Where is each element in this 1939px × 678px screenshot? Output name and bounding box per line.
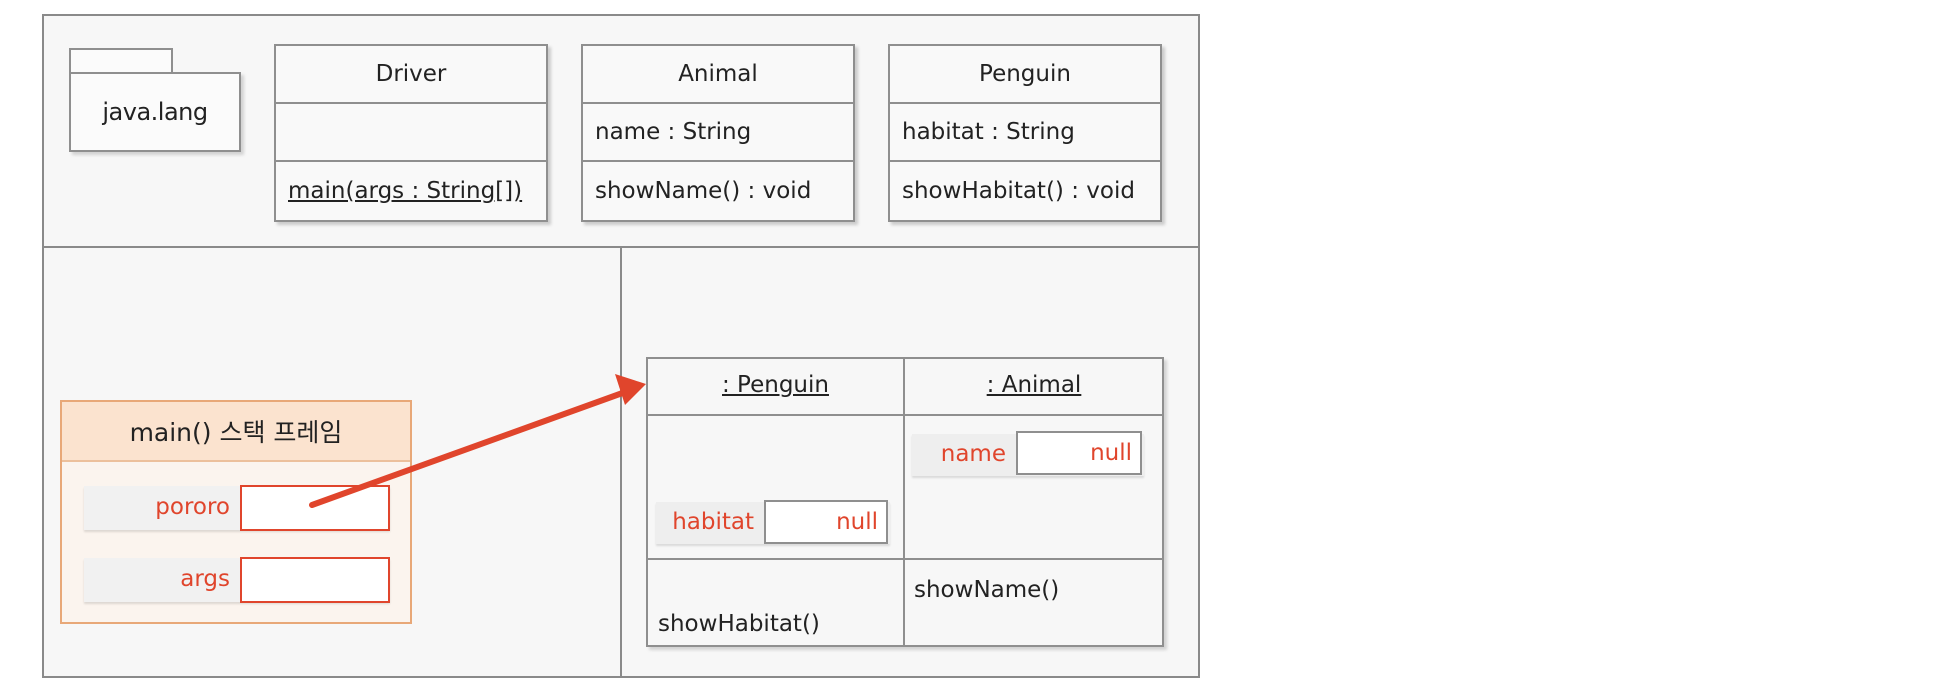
field-name-name: name xyxy=(940,441,1006,467)
class-penguin: Penguin habitat : String showHabitat() :… xyxy=(888,44,1162,222)
class-methods: main(args : String[]) xyxy=(276,162,546,220)
stack-frame-title: main() 스택 프레임 xyxy=(62,402,410,462)
class-attributes: name : String xyxy=(583,104,853,162)
method-show-habitat: showHabitat() xyxy=(658,611,820,637)
variable-name-pororo: pororo xyxy=(155,494,230,520)
package-label: java.lang xyxy=(102,98,208,126)
class-driver: Driver main(args : String[]) xyxy=(274,44,548,222)
class-animal: Animal name : String showName() : void xyxy=(581,44,855,222)
class-attributes xyxy=(276,104,546,162)
variable-slot-pororo xyxy=(240,485,390,531)
object-title-penguin: : Penguin xyxy=(722,372,829,398)
package-tab xyxy=(69,48,173,72)
object-title-animal: : Animal xyxy=(986,372,1082,398)
reference-arrow-line xyxy=(309,388,631,508)
object-vertical-divider xyxy=(903,358,905,646)
variable-slot-args xyxy=(240,557,390,603)
field-slot-name: null xyxy=(1016,431,1142,475)
object-method-divider xyxy=(647,558,1163,560)
object-title-divider xyxy=(647,414,1163,416)
variable-name-args: args xyxy=(180,566,230,592)
class-methods: showHabitat() : void xyxy=(902,178,1135,204)
class-name: Animal xyxy=(583,46,853,104)
class-name: Penguin xyxy=(890,46,1160,104)
field-name-habitat: habitat xyxy=(672,509,754,535)
package-java-lang: java.lang xyxy=(69,72,241,152)
stack-heap-divider xyxy=(620,247,622,677)
method-show-name: showName() xyxy=(914,577,1060,603)
reference-arrow-head xyxy=(615,374,646,405)
class-name: Driver xyxy=(276,46,546,104)
class-attributes: habitat : String xyxy=(890,104,1160,162)
class-methods: showName() : void xyxy=(595,178,812,204)
field-slot-habitat: null xyxy=(764,500,888,544)
method-main: main(args : String[]) xyxy=(288,178,523,204)
